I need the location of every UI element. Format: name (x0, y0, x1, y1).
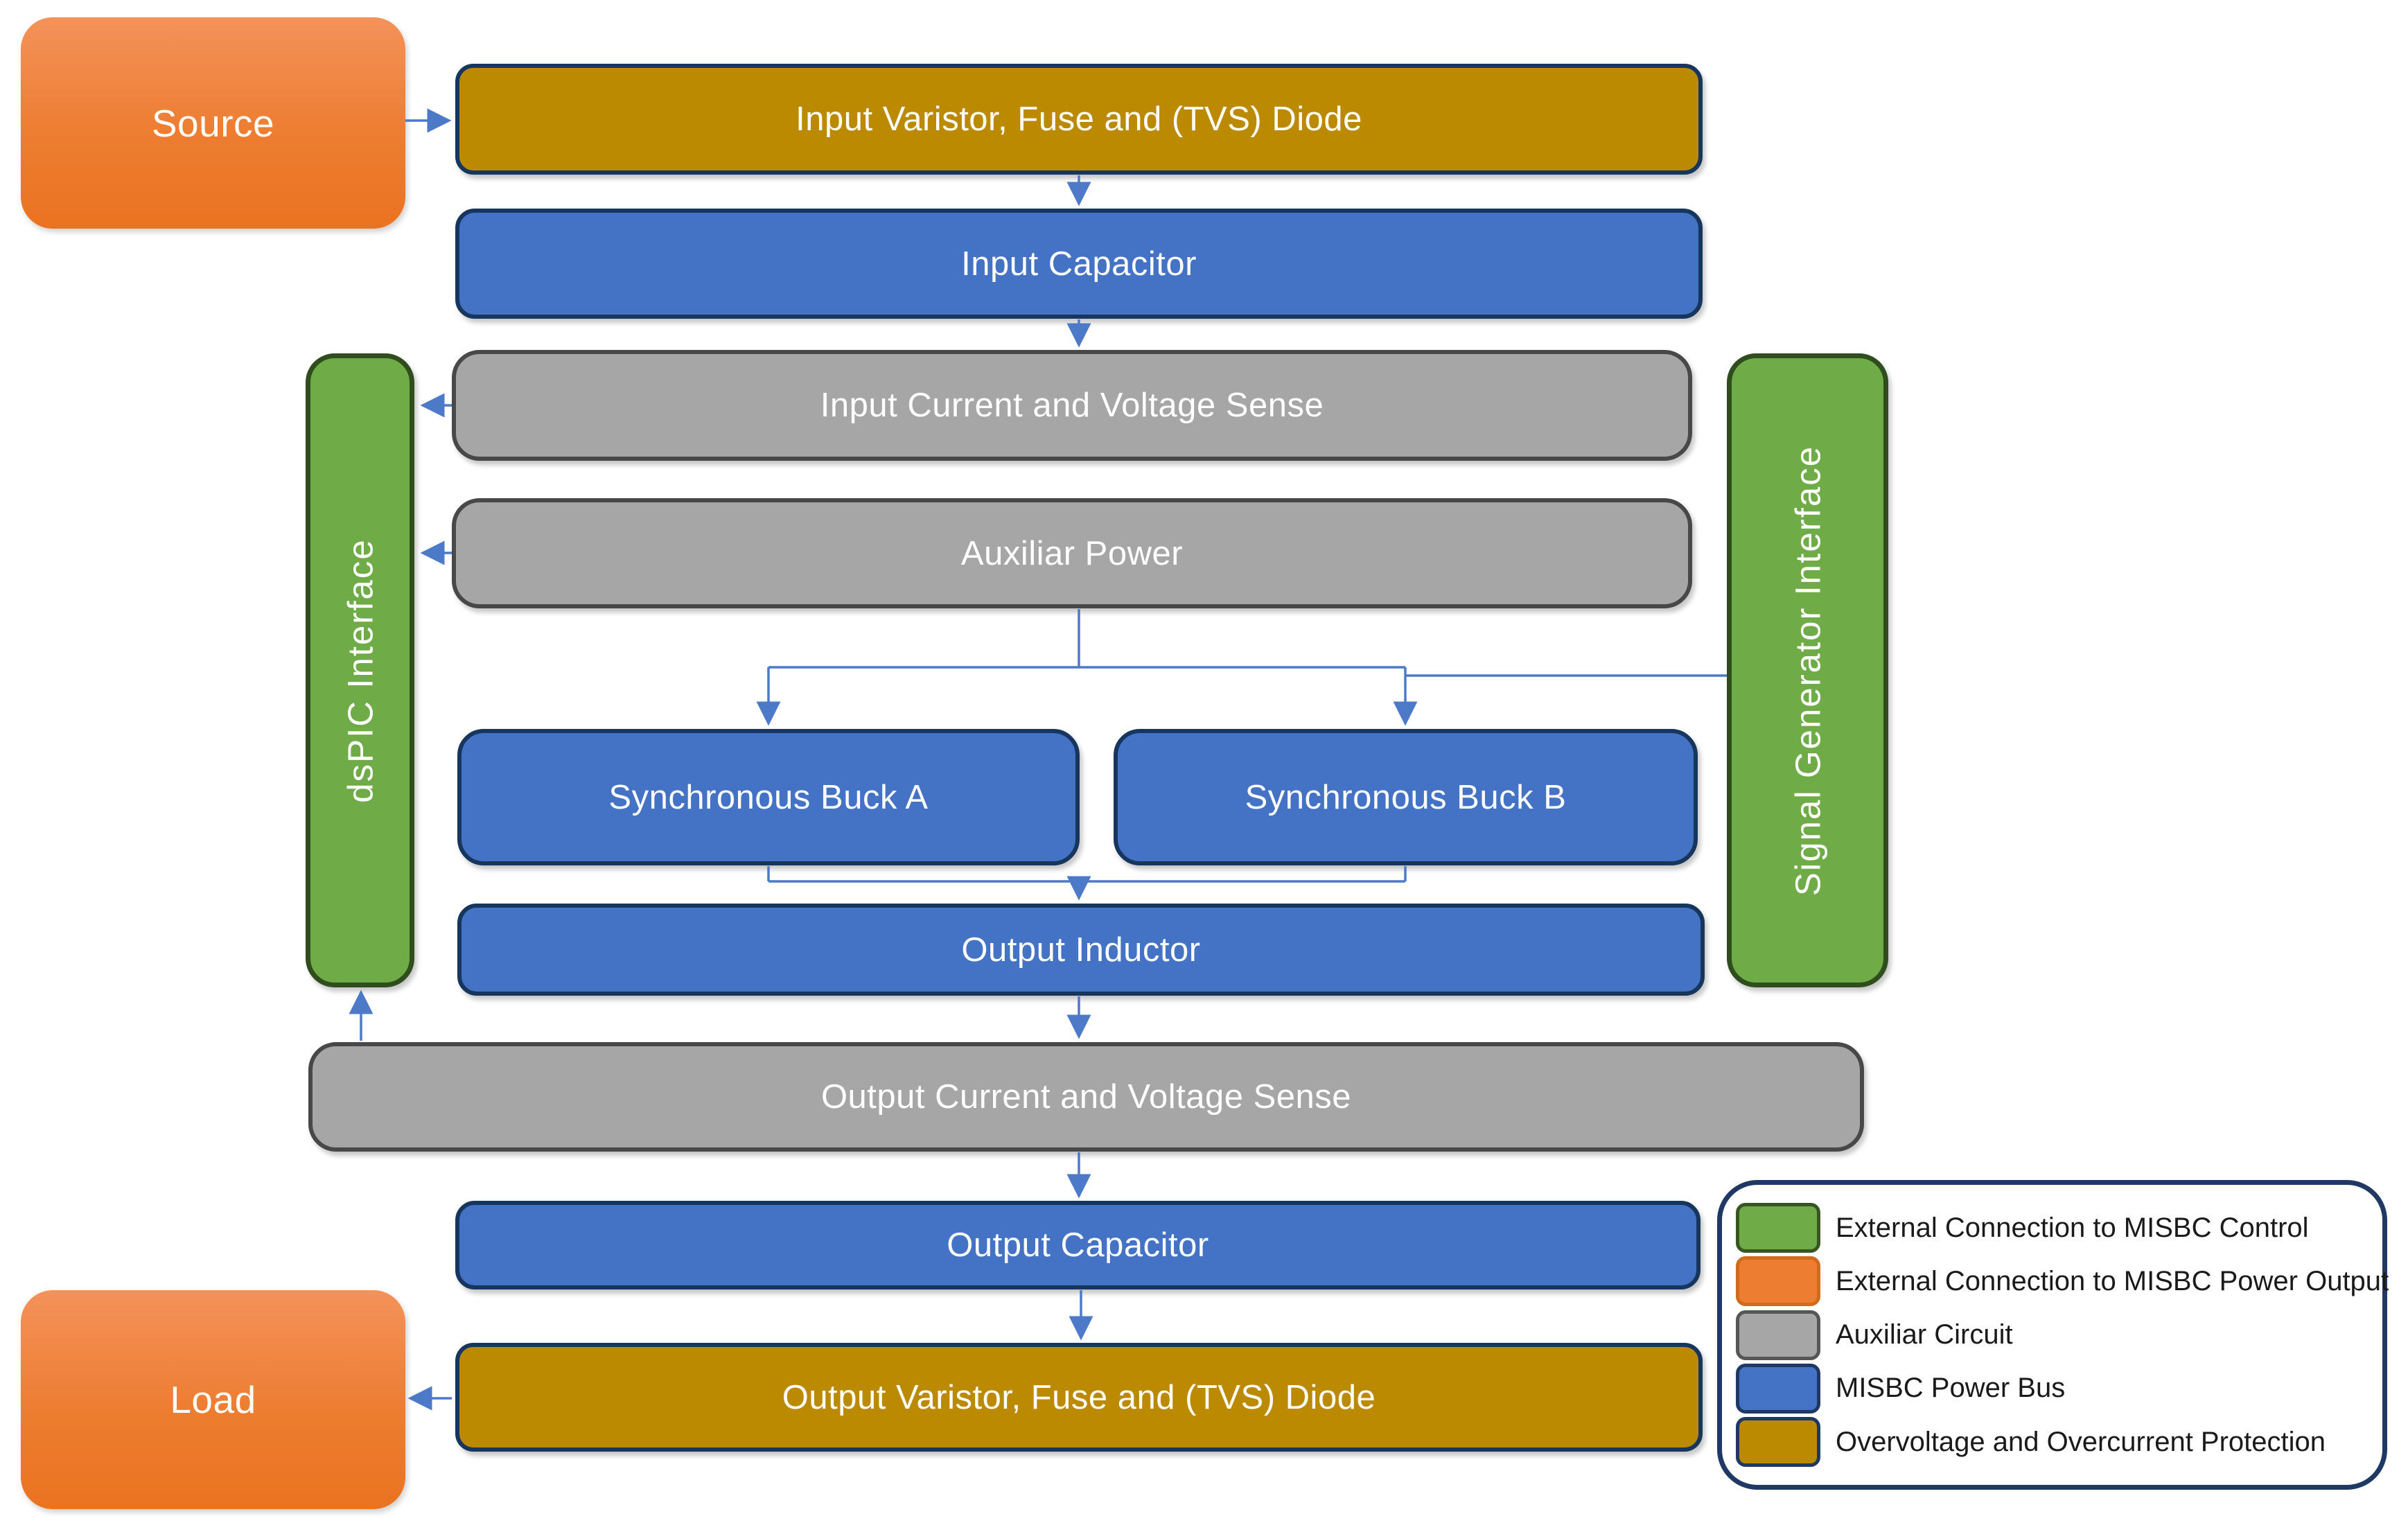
buck-b-label: Synchronous Buck B (1245, 778, 1567, 816)
legend-swatch-blue (1736, 1363, 1820, 1414)
block-output-current-voltage-sense: Output Current and Voltage Sense (308, 1042, 1864, 1152)
block-output-varistor: Output Varistor, Fuse and (TVS) Diode (455, 1343, 1703, 1452)
load-node: Load (21, 1290, 405, 1509)
source-node: Source (21, 17, 405, 229)
legend-label: MISBC Power Bus (1836, 1373, 2066, 1404)
legend-item-auxiliar-circuit: Auxiliar Circuit (1736, 1310, 2362, 1360)
block-output-capacitor: Output Capacitor (455, 1201, 1700, 1289)
dspic-interface-label: dsPIC Interface (340, 538, 380, 803)
load-label: Load (170, 1378, 256, 1421)
signal-generator-interface: Signal Generator Interface (1727, 353, 1888, 987)
legend-item-overvoltage-protection: Overvoltage and Overcurrent Protection (1736, 1417, 2362, 1467)
input-varistor-label: Input Varistor, Fuse and (TVS) Diode (796, 100, 1362, 138)
output-capacitor-label: Output Capacitor (947, 1226, 1209, 1264)
block-synchronous-buck-a: Synchronous Buck A (457, 729, 1080, 865)
auxiliar-power-label: Auxiliar Power (960, 534, 1184, 572)
legend-label: External Connection to MISBC Control (1836, 1212, 2309, 1243)
output-inductor-label: Output Inductor (961, 931, 1201, 969)
legend-item-external-power-output: External Connection to MISBC Power Outpu… (1736, 1256, 2389, 1307)
legend-label: Overvoltage and Overcurrent Protection (1836, 1426, 2326, 1457)
legend-swatch-green (1736, 1203, 1820, 1253)
legend-swatch-gold (1736, 1417, 1820, 1467)
block-synchronous-buck-b: Synchronous Buck B (1114, 729, 1698, 865)
block-input-capacitor: Input Capacitor (455, 209, 1703, 319)
block-auxiliar-power: Auxiliar Power (452, 498, 1692, 608)
block-input-current-voltage-sense: Input Current and Voltage Sense (452, 350, 1692, 461)
legend-label: Auxiliar Circuit (1836, 1319, 2013, 1350)
input-sense-label: Input Current and Voltage Sense (820, 387, 1324, 424)
block-input-varistor: Input Varistor, Fuse and (TVS) Diode (455, 64, 1703, 175)
legend-swatch-orange (1736, 1256, 1820, 1307)
source-label: Source (151, 101, 275, 145)
signal-generator-interface-label: Signal Generator Interface (1788, 445, 1827, 896)
output-varistor-label: Output Varistor, Fuse and (TVS) Diode (782, 1378, 1376, 1416)
legend-swatch-gray (1736, 1310, 1820, 1360)
dspic-interface: dsPIC Interface (306, 353, 414, 987)
legend-item-external-control: External Connection to MISBC Control (1736, 1203, 2362, 1253)
block-output-inductor: Output Inductor (457, 904, 1705, 996)
output-sense-label: Output Current and Voltage Sense (820, 1078, 1352, 1116)
input-capacitor-label: Input Capacitor (961, 245, 1197, 283)
legend: External Connection to MISBC Control Ext… (1717, 1180, 2389, 1490)
legend-item-misbc-power-bus: MISBC Power Bus (1736, 1363, 2362, 1414)
legend-label: External Connection to MISBC Power Outpu… (1836, 1265, 2389, 1296)
buck-a-label: Synchronous Buck A (608, 778, 929, 816)
